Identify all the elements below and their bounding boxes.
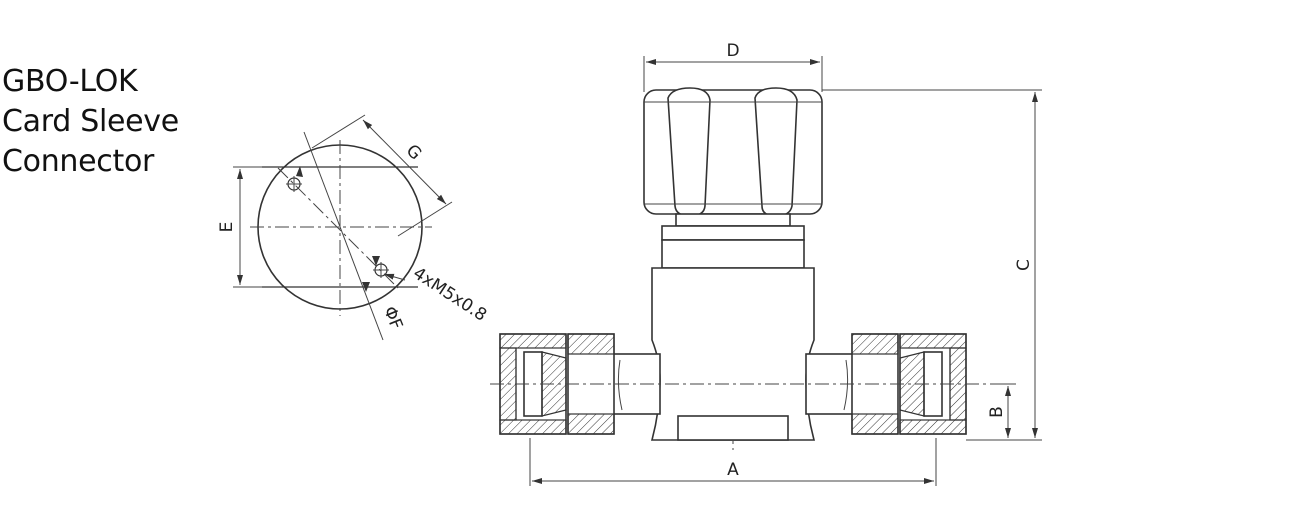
- valve-neck: [661, 225, 805, 241]
- thread-leader: [383, 273, 406, 281]
- mounting-hole-lower: [373, 262, 389, 278]
- thread-callout: 4xM5x0.8: [409, 263, 490, 325]
- dim-d-label: D: [726, 41, 739, 61]
- valve-neck-ring: [675, 213, 791, 227]
- dim-f-label: ΦF: [379, 304, 406, 333]
- dim-e-label: E: [217, 222, 237, 233]
- dim-b-label: B: [987, 406, 1007, 418]
- knob-grip-left: [667, 87, 711, 217]
- dim-c-label: C: [1014, 259, 1034, 271]
- dim-g-line: [362, 119, 447, 205]
- product-title: GBO-LOK Card Sleeve Connector: [2, 62, 179, 182]
- dim-a-label: A: [727, 460, 739, 480]
- dim-g-label: G: [402, 141, 425, 164]
- front-view: D A C B: [490, 41, 1042, 486]
- knob-grip-right: [754, 87, 798, 217]
- dim-f-line: [303, 131, 384, 341]
- valve-body: [650, 267, 816, 441]
- mounting-hole-upper: [286, 176, 302, 192]
- body-base-recess: [677, 415, 789, 441]
- valve-bonnet: [661, 239, 805, 269]
- top-view: E G ΦF 4xM5x0.8: [217, 114, 490, 341]
- title-line-1: GBO-LOK: [2, 64, 138, 99]
- title-line-3: Connector: [2, 144, 155, 179]
- title-line-2: Card Sleeve: [2, 104, 179, 139]
